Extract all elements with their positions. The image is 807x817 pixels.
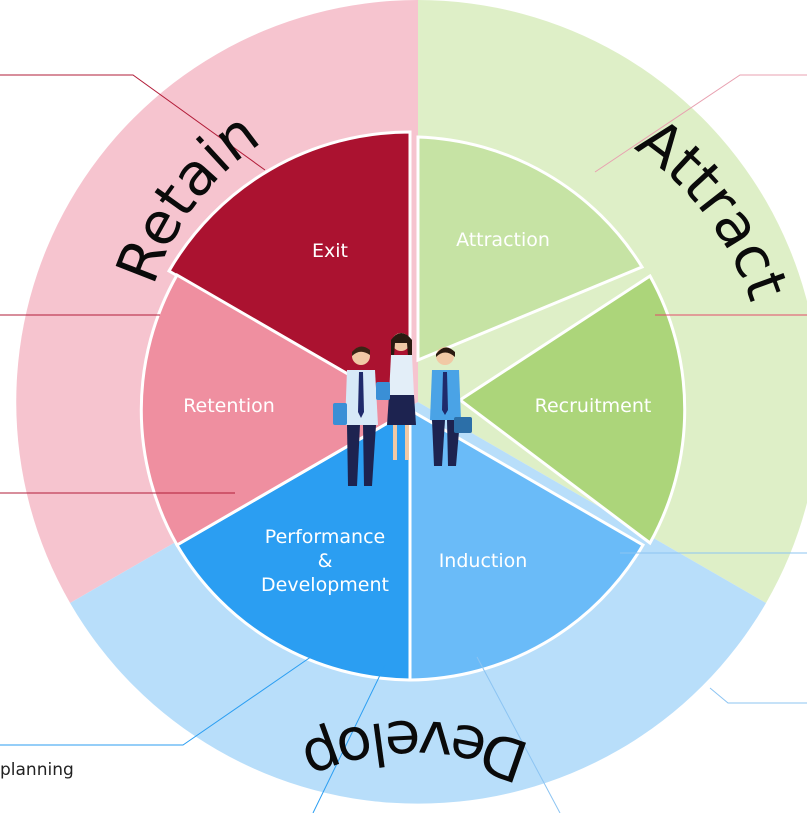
- recruitment-segment[interactable]: [457, 273, 687, 546]
- develop-right-leader-line: [709, 687, 807, 704]
- retention-label: Retention: [183, 395, 275, 417]
- performance-label-line1: Performance: [265, 526, 385, 548]
- businessman-left-figure: [333, 346, 378, 486]
- businessman-right-figure: [430, 347, 472, 466]
- performance-label-line3: Development: [261, 574, 389, 596]
- leader-lines: [0, 74, 807, 814]
- induction-segment[interactable]: [408, 407, 646, 682]
- recruitment-label: Recruitment: [535, 395, 652, 417]
- induction-label: Induction: [439, 550, 528, 572]
- attraction-segment[interactable]: [416, 135, 645, 363]
- retention-segment[interactable]: [139, 272, 413, 548]
- exit-label: Exit: [312, 240, 348, 262]
- develop-left-leader-line: [312, 664, 386, 814]
- business-people-illustration: [333, 333, 472, 486]
- exit-segment[interactable]: [166, 130, 412, 413]
- performance-label-line2: &: [318, 550, 333, 572]
- businesswoman-figure: [376, 333, 416, 460]
- attraction-label: Attraction: [456, 229, 550, 251]
- planning-text: planning: [0, 760, 74, 780]
- exit-leader-line: [0, 74, 266, 171]
- attraction-leader-line: [594, 74, 807, 173]
- induction-lower-leader-line: [476, 656, 561, 814]
- performance-leader-line: [0, 651, 319, 746]
